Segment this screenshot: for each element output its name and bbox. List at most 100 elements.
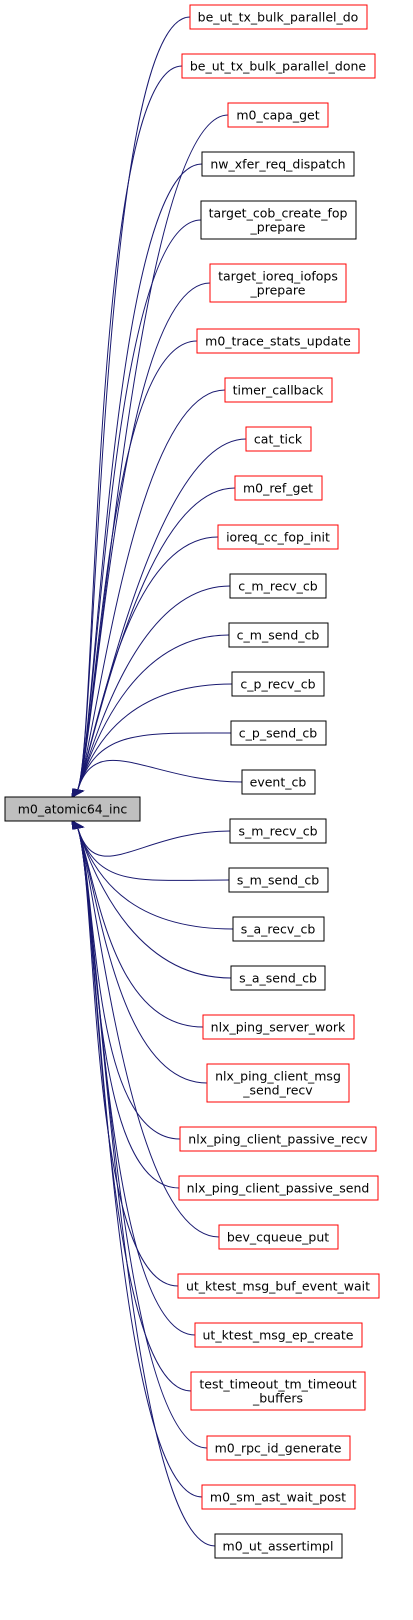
caller-node-label: c_m_send_cb <box>237 628 320 643</box>
caller-node-label: s_m_send_cb <box>237 873 319 888</box>
call-edge <box>77 219 202 790</box>
caller-node-label: c_m_recv_cb <box>238 579 317 594</box>
graph-edges <box>71 16 247 1547</box>
caller-node-box <box>206 1063 350 1103</box>
call-edge <box>77 585 231 790</box>
caller-node[interactable]: nlx_ping_client_passive_send <box>178 1175 379 1201</box>
caller-node[interactable]: m0_ut_assertimpl <box>214 1533 343 1559</box>
caller-node-label: test_timeout_tm_timeout <box>199 1377 356 1392</box>
caller-node-label: m0_capa_get <box>236 108 319 123</box>
caller-node-label: nlx_ping_client_msg <box>215 1069 341 1084</box>
caller-node-label: timer_callback <box>233 383 325 398</box>
caller-node-label: m0_ut_assertimpl <box>223 1539 334 1554</box>
caller-node[interactable]: nlx_ping_client_msg_send_recv <box>206 1063 350 1103</box>
caller-node-label: m0_sm_ast_wait_post <box>210 1490 346 1505</box>
call-edge <box>77 828 234 930</box>
caller-node[interactable]: nlx_ping_server_work <box>202 1014 355 1040</box>
caller-node[interactable]: s_m_send_cb <box>228 867 329 893</box>
caller-node[interactable]: nlx_ping_client_passive_recv <box>179 1126 377 1152</box>
caller-node-label: event_cb <box>250 775 307 790</box>
root-node[interactable]: m0_atomic64_inc <box>4 796 141 822</box>
caller-node-box <box>201 151 355 177</box>
root-node-label: m0_atomic64_inc <box>18 802 128 817</box>
caller-node-label: nw_xfer_req_dispatch <box>210 157 345 172</box>
caller-node-box <box>227 102 329 128</box>
caller-node-box <box>178 1175 379 1201</box>
caller-node-label: m0_ref_get <box>243 481 313 496</box>
caller-node[interactable]: cat_tick <box>245 426 312 452</box>
caller-node-box <box>228 867 329 893</box>
caller-node[interactable]: be_ut_tx_bulk_parallel_done <box>181 53 376 79</box>
call-edge <box>77 536 219 790</box>
caller-node[interactable]: be_ut_tx_bulk_parallel_do <box>189 4 368 30</box>
caller-node[interactable]: event_cb <box>241 769 316 795</box>
caller-node[interactable]: s_a_recv_cb <box>232 916 325 942</box>
caller-node-label: _send_recv <box>242 1083 313 1098</box>
caller-node[interactable]: m0_capa_get <box>227 102 329 128</box>
caller-node[interactable]: m0_trace_stats_update <box>196 328 360 354</box>
caller-node-label: s_a_recv_cb <box>241 922 316 937</box>
caller-node-label: ut_ktest_msg_ep_create <box>203 1328 354 1343</box>
caller-node[interactable]: m0_rpc_id_generate <box>206 1435 351 1461</box>
caller-node-box <box>179 1126 377 1152</box>
caller-node-box <box>245 426 312 452</box>
caller-node-box <box>228 622 329 648</box>
caller-node[interactable]: c_m_send_cb <box>228 622 329 648</box>
caller-node-box <box>231 671 325 697</box>
caller-node-label: c_p_send_cb <box>239 726 317 741</box>
caller-node[interactable]: s_m_recv_cb <box>229 818 327 844</box>
caller-node[interactable]: c_m_recv_cb <box>229 573 327 599</box>
call-edge <box>77 828 216 1547</box>
caller-node-label: s_a_send_cb <box>239 971 317 986</box>
caller-node-label: s_m_recv_cb <box>238 824 317 839</box>
caller-node-box <box>200 200 357 240</box>
caller-node[interactable]: target_cob_create_fop_prepare <box>200 200 357 240</box>
caller-node-label: m0_rpc_id_generate <box>215 1441 342 1456</box>
caller-node-label: _prepare <box>250 283 306 298</box>
caller-node-box <box>209 263 347 303</box>
caller-node-label: target_cob_create_fop <box>209 206 348 221</box>
caller-node-box <box>217 524 339 550</box>
caller-node-box <box>202 1014 355 1040</box>
caller-node[interactable]: ut_ktest_msg_ep_create <box>194 1322 363 1348</box>
caller-node[interactable]: s_a_send_cb <box>230 965 326 991</box>
call-edge <box>77 340 198 790</box>
call-edge <box>77 732 232 790</box>
caller-node-label: ut_ktest_msg_buf_event_wait <box>186 1279 370 1294</box>
caller-node-label: _prepare <box>250 220 306 235</box>
call-edge <box>77 65 183 790</box>
caller-node[interactable]: m0_sm_ast_wait_post <box>201 1484 356 1510</box>
caller-node-box <box>230 965 326 991</box>
call-edge <box>77 389 226 790</box>
caller-node-box <box>196 328 360 354</box>
caller-node-label: bev_cqueue_put <box>227 1230 329 1245</box>
caller-node[interactable]: c_p_send_cb <box>230 720 327 746</box>
caller-node-box <box>232 916 325 942</box>
caller-node-label: be_ut_tx_bulk_parallel_do <box>198 10 359 25</box>
call-edge-arrowhead <box>71 820 85 830</box>
graph-nodes: be_ut_tx_bulk_parallel_do be_ut_tx_bulk_p… <box>177 4 380 1559</box>
caller-node-box <box>177 1273 380 1299</box>
caller-node[interactable]: nw_xfer_req_dispatch <box>201 151 355 177</box>
caller-node-label: be_ut_tx_bulk_parallel_done <box>190 59 367 74</box>
caller-node-box <box>224 377 333 403</box>
caller-node-box <box>241 769 316 795</box>
caller-node[interactable]: m0_ref_get <box>234 475 323 501</box>
caller-node-box <box>206 1435 351 1461</box>
call-edge-arrowhead <box>71 788 85 798</box>
caller-node[interactable]: ioreq_cc_fop_init <box>217 524 339 550</box>
caller-node[interactable]: bev_cqueue_put <box>218 1224 339 1250</box>
caller-node-box <box>214 1533 343 1559</box>
caller-node-box <box>229 573 327 599</box>
caller-node[interactable]: timer_callback <box>224 377 333 403</box>
caller-node-label: nlx_ping_client_passive_send <box>187 1181 370 1196</box>
caller-node-label: m0_trace_stats_update <box>205 334 351 349</box>
caller-node[interactable]: target_ioreq_iofops_prepare <box>209 263 347 303</box>
caller-node-box <box>181 53 376 79</box>
caller-node[interactable]: ut_ktest_msg_buf_event_wait <box>177 1273 380 1299</box>
caller-node[interactable]: test_timeout_tm_timeout_buffers <box>190 1371 366 1411</box>
caller-node-label: target_ioreq_iofops <box>218 269 338 284</box>
caller-node-box <box>230 720 327 746</box>
call-edge <box>77 828 231 857</box>
caller-node[interactable]: c_p_recv_cb <box>231 671 325 697</box>
